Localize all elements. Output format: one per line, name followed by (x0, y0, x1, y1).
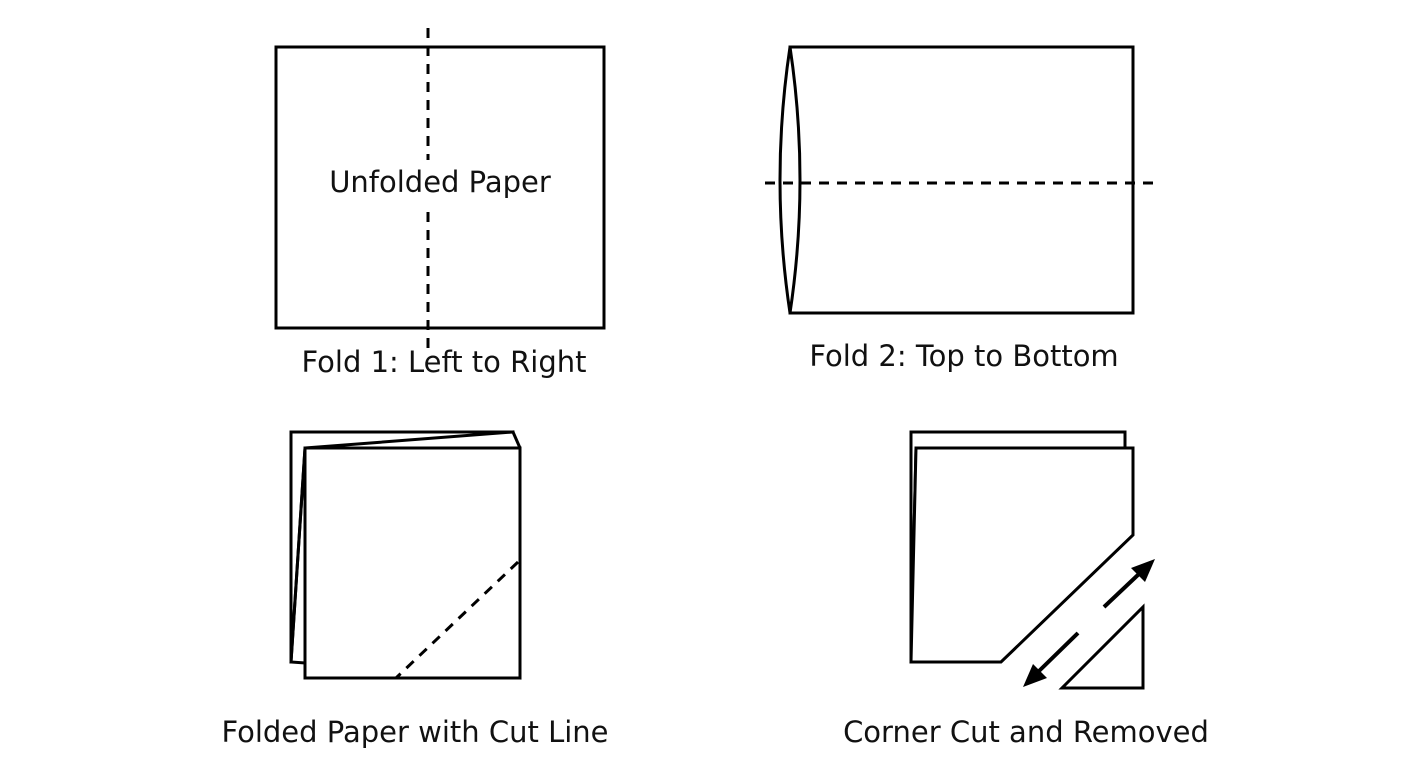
panel-fold-2: Fold 2: Top to Bottom (765, 45, 1158, 373)
panel-folded-with-cut-line: Folded Paper with Cut Line (221, 430, 609, 749)
removal-arrow-lower-head-icon (1023, 664, 1047, 687)
folded-edge-curve (778, 46, 802, 314)
unfolded-paper-sheet (274, 45, 606, 330)
corner-cut-caption: Corner Cut and Removed (843, 715, 1209, 749)
half-folded-paper-sheet (788, 45, 1135, 315)
folded-layer-front (303, 446, 522, 680)
removed-corner-triangle (1058, 603, 1145, 690)
folded-edge-line (289, 447, 307, 663)
folded-paper-caption: Folded Paper with Cut Line (221, 715, 608, 749)
fold-2-caption: Fold 2: Top to Bottom (809, 339, 1118, 373)
panel-corner-cut: Corner Cut and Removed (843, 430, 1209, 749)
unfolded-paper-label: Unfolded Paper (329, 165, 551, 199)
removal-arrow-upper-shaft (1102, 571, 1142, 609)
panel-unfolded: Unfolded Paper Fold 1: Left to Right (274, 28, 606, 379)
fold-1-caption: Fold 1: Left to Right (302, 345, 587, 379)
removal-arrow-upper-head-icon (1131, 559, 1155, 582)
cut-paper-front-layer (909, 446, 1135, 664)
removal-arrow-lower-shaft (1036, 631, 1080, 674)
